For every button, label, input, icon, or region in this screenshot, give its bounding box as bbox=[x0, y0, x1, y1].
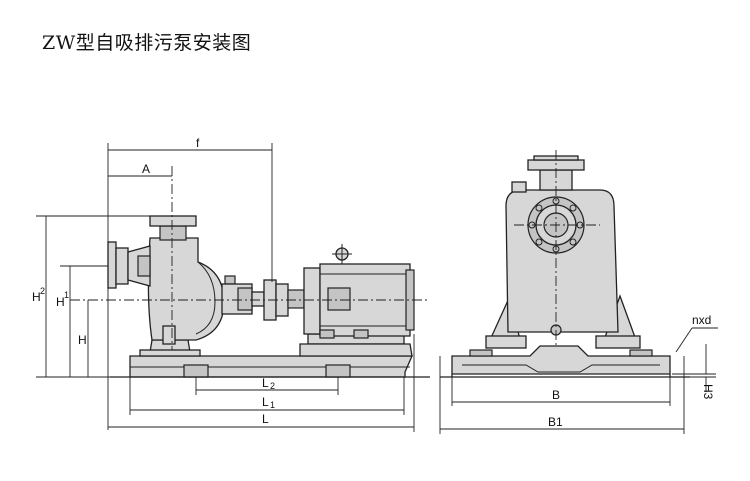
side-view-dimensions: f A H 2 H 1 H L 2 bbox=[32, 136, 415, 432]
drawing-title: ZW型自吸排污泵安装图 bbox=[42, 32, 252, 54]
front-pump-body bbox=[505, 155, 619, 336]
base-frame bbox=[110, 355, 430, 378]
pump-casing bbox=[147, 215, 236, 345]
motor bbox=[303, 244, 415, 339]
dim-l2-sub: 2 bbox=[270, 381, 275, 391]
dim-l-label: L bbox=[262, 412, 269, 426]
dim-a-label: A bbox=[142, 162, 150, 176]
dim-l1-label: L bbox=[262, 395, 269, 409]
front-view bbox=[440, 150, 690, 378]
front-base bbox=[440, 345, 690, 378]
dim-f-label: f bbox=[196, 136, 200, 150]
motor-base bbox=[299, 333, 413, 357]
dim-h2-label: H bbox=[32, 290, 41, 304]
dim-h1-sub: 1 bbox=[64, 290, 69, 300]
dim-h-label: H bbox=[78, 333, 87, 347]
dim-h2-sub: 2 bbox=[40, 286, 45, 296]
suction-flange bbox=[107, 241, 151, 289]
dim-l2-label: L bbox=[262, 376, 269, 390]
dim-nxd-label: nxd bbox=[692, 313, 711, 327]
dim-b1-label: B1 bbox=[548, 415, 563, 429]
front-view-dimensions: B B1 nxd H3 bbox=[439, 313, 718, 434]
dim-l1-sub: 1 bbox=[270, 400, 275, 410]
dim-h1-label: H bbox=[56, 295, 65, 309]
dim-b-label: B bbox=[552, 388, 560, 402]
side-view bbox=[70, 166, 430, 378]
dim-h3-label: H3 bbox=[701, 384, 715, 400]
